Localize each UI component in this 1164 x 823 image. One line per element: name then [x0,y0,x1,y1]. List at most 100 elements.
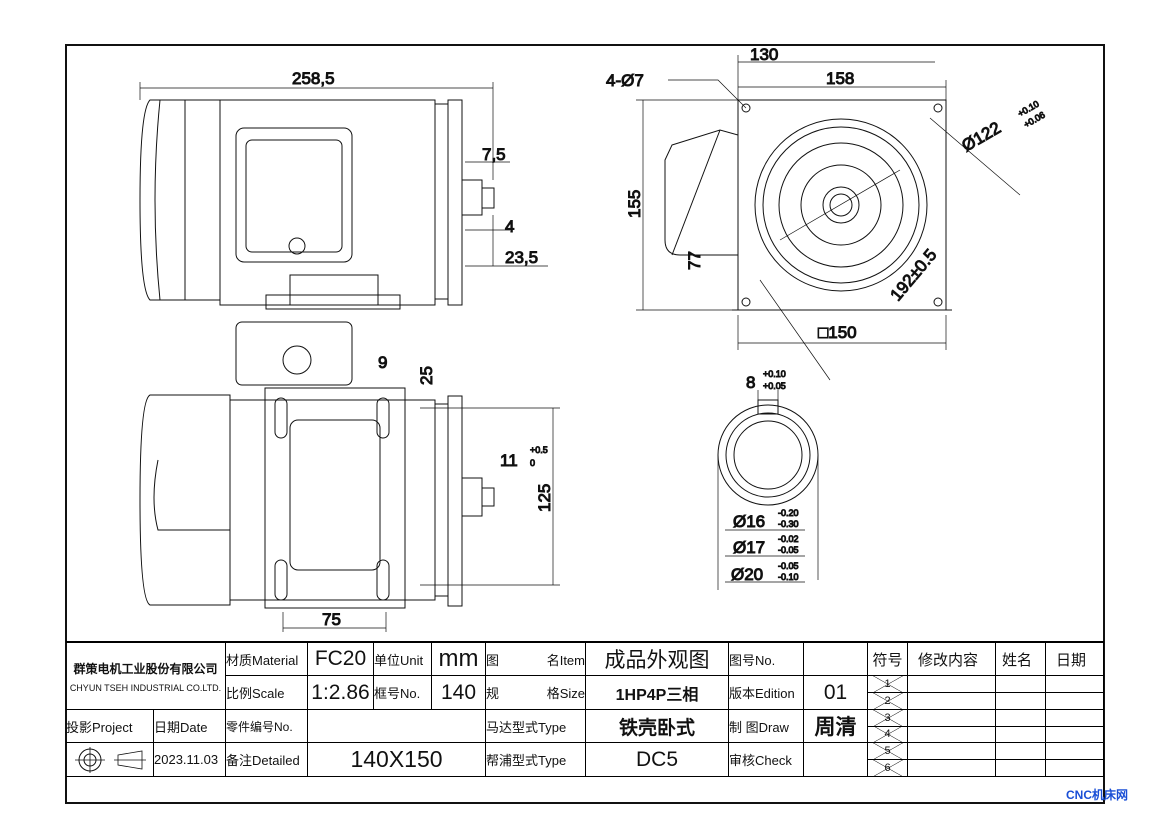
dim-11: 11 [500,451,518,470]
projection-symbol [66,743,154,777]
motor-type-value: 铁壳卧式 [586,710,729,743]
dim-192: 192±0.5 [887,245,941,304]
dim-158: 158 [826,69,854,88]
material-value: FC20 [308,643,374,676]
edition-label: 版本Edition [729,676,804,710]
dim-key-8: 8 [746,373,755,392]
rev-cell [908,709,996,727]
item-label: 图 名Item [486,643,586,676]
rev-cell [996,760,1046,778]
material-label: 材质Material [226,643,308,676]
rev-cell [1046,692,1104,710]
dim-holes: 4-Ø7 [606,71,644,90]
scale-value: 1:2.86 [308,676,374,710]
dim-25: 25 [417,366,436,385]
unit-value: mm [432,643,486,676]
dim-d17-tol-up: -0.02 [778,534,799,544]
detail-value: 140X150 [308,743,486,777]
motor-top-view [139,321,560,632]
rev-cell [1046,726,1104,744]
dim-7-5: 7,5 [482,145,506,164]
size-label: 规 格Size [486,676,586,710]
rev-symbol: 1 [868,676,908,693]
shaft-section-view [717,390,819,590]
dim-75: 75 [322,610,341,629]
dim-d16-tol-low: -0.30 [778,519,799,529]
dim-key-8-tol-up: +0.10 [763,369,786,379]
rev-symbol: 2 [868,692,908,710]
dim-4: 4 [505,217,514,236]
project-label: 投影Project [66,710,154,743]
dim-d16: Ø16 [733,512,765,531]
motor-side-view [139,82,548,310]
dim-d20-tol-up: -0.05 [778,561,799,571]
dim-d20-tol-low: -0.10 [778,572,799,582]
detail-label: 备注Detailed [226,743,308,777]
projection-icon [74,746,146,773]
rev-header-date: 日期 [1046,643,1104,676]
rev-cell [1046,743,1104,761]
watermark: CNC机床网 [1066,788,1128,802]
unit-label: 单位Unit [374,643,432,676]
rev-cell [908,760,996,778]
rev-cell [996,692,1046,710]
rev-cell [908,676,996,693]
dim-11-tol-up: +0.5 [530,445,548,455]
drawing-no-value [804,643,868,676]
rev-cell [996,743,1046,761]
edition-value: 01 [804,676,868,710]
dim-125: 125 [535,484,554,512]
check-label: 审核Check [729,743,804,777]
company-cell: 群策电机工业股份有限公司 CHYUN TSEH INDUSTRIAL CO.LT… [66,643,226,710]
item-label-a: 图 [486,652,500,668]
rev-cell [1046,709,1104,727]
dim-122: Ø122 [959,118,1005,155]
date-value: 2023.11.03 [154,743,226,777]
motor-type-label: 马达型式Type [486,710,586,743]
scale-label: 比例Scale [226,676,308,710]
frame-value: 140 [432,676,486,710]
rev-header-content: 修改内容 [908,643,996,676]
rev-cell [996,676,1046,693]
rev-header-symbol: 符号 [868,643,908,676]
dim-130: 130 [750,45,778,64]
dim-11-tol-low: 0 [530,458,535,468]
dim-155: 155 [625,190,644,218]
pump-type-value: DC5 [586,743,729,777]
rev-cell [908,743,996,761]
rev-symbol: 4 [868,726,908,744]
dim-d17: Ø17 [733,538,765,557]
draw-value: 周清 [804,710,868,743]
dim-key-8-tol-low: +0.05 [763,381,786,391]
item-value: 成品外观图 [586,643,729,676]
dim-d16-tol-up: -0.20 [778,508,799,518]
dim-square-150: □150 [818,323,857,342]
item-label-b: 名Item [546,652,585,668]
motor-front-view [636,55,1021,381]
date-label: 日期Date [154,710,226,743]
pump-type-label: 帮浦型式Type [486,743,586,777]
rev-cell [996,726,1046,744]
size-label-b: 格Size [546,686,585,701]
rev-cell [1046,676,1104,693]
company-name-en: CHYUN TSEH INDUSTRIAL CO.LTD. [69,682,222,693]
part-no-value [308,710,486,743]
title-block: 群策电机工业股份有限公司 CHYUN TSEH INDUSTRIAL CO.LT… [66,641,1104,778]
drawing-border [65,44,1105,804]
rev-cell [908,726,996,744]
drawing-no-label: 图号No. [729,643,804,676]
rev-cell [1046,760,1104,778]
size-label-a: 规 [486,686,500,701]
check-value [804,743,868,777]
rev-symbol: 3 [868,709,908,727]
dim-9: 9 [378,353,387,372]
dim-23-5: 23,5 [505,248,538,267]
size-value: 1HP4P三相 [586,676,729,710]
draw-label: 制 图Draw [729,710,804,743]
frame-label: 框号No. [374,676,432,710]
rev-symbol: 5 [868,743,908,761]
rev-cell [908,692,996,710]
rev-symbol: 6 [868,760,908,778]
